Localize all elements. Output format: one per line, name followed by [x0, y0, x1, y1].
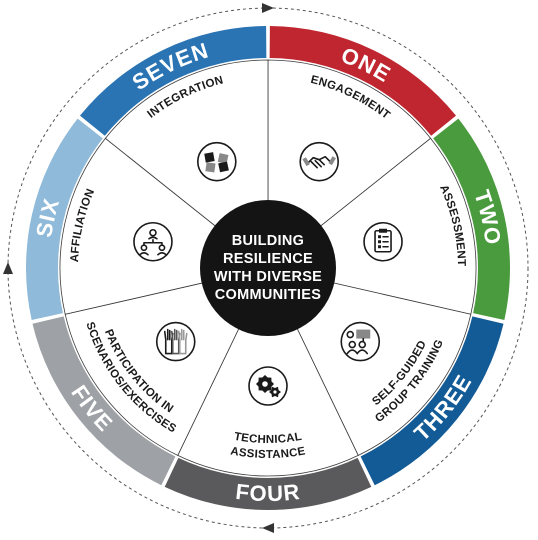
cycle-arrow-bottom: [262, 523, 274, 533]
band-three: [360, 316, 504, 486]
center-hub: BUILDING RESILIENCE WITH DIVERSE COMMUNI…: [200, 200, 336, 336]
segment-three: [267, 267, 472, 456]
cycle-arrow-left: [3, 262, 13, 274]
org-chart-icon: [133, 221, 173, 262]
outer-cycle-arrows: [3, 3, 529, 533]
label-four-line-1: TECHNICAL: [233, 431, 303, 446]
group-training-icon: [340, 321, 381, 362]
clipboard-checklist-icon: [363, 221, 403, 262]
band-two: [433, 118, 510, 320]
gears-icon: [248, 366, 288, 406]
band-seven: [79, 26, 267, 136]
segment-five: [64, 267, 269, 456]
center-line-1: BUILDING: [232, 233, 304, 249]
center-line-2: RESILIENCE: [223, 251, 313, 267]
band-six: [26, 118, 103, 320]
center-line-4: COMMUNITIES: [215, 287, 321, 303]
label-four-line-2: ASSISTANCE: [230, 445, 307, 461]
cycle-arrow-top: [262, 3, 274, 13]
band-one: [269, 26, 457, 136]
center-line-3: WITH DIVERSE: [214, 269, 322, 285]
raised-hands-icon: [155, 321, 196, 362]
center-circle: [200, 200, 336, 336]
step-number-four: FOUR: [234, 479, 301, 506]
band-five: [32, 316, 176, 486]
handshake-icon: [299, 141, 339, 182]
segment-icons: [133, 141, 403, 406]
band-four: [164, 457, 372, 510]
puzzle-pieces-icon: [197, 141, 237, 182]
